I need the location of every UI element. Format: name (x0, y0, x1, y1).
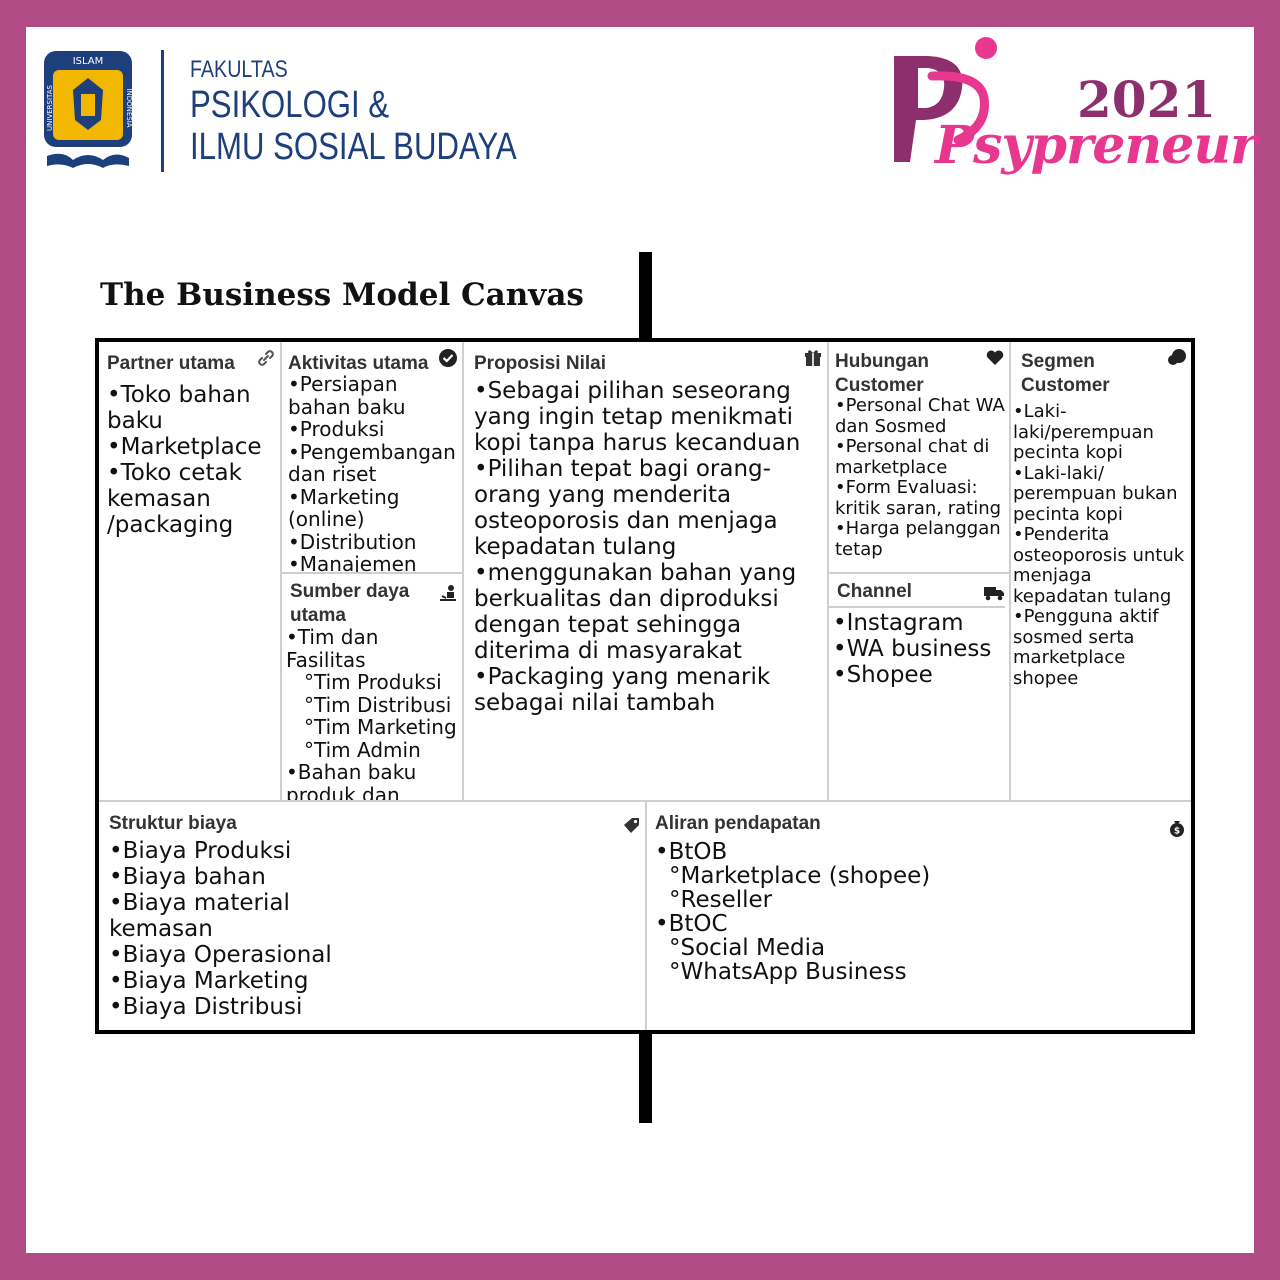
list-item: •Marketplace (107, 434, 262, 460)
list-item: °Social Media (669, 935, 826, 961)
list-item: •Packaging yang menarik sebagai nilai ta… (474, 664, 771, 716)
list-item: •Pengembangan dan riset (288, 439, 456, 486)
cost-structure-list: •Biaya Produksi •Biaya bahan •Biaya mate… (109, 838, 637, 1020)
canvas-title: The Business Model Canvas (100, 277, 584, 313)
list-item: •Pengguna aktif sosmed serta marketplace… (1013, 606, 1159, 689)
list-item: °Marketplace (shopee) (669, 863, 931, 889)
activities-list: •Persiapan bahan baku •Produksi •Pengemb… (288, 372, 458, 574)
list-item: •Produksi (288, 417, 385, 441)
resources-cell: Sumber daya utama •Tim dan Fasilitas °Ti… (282, 574, 464, 802)
list-item: °Tim Produksi (304, 670, 442, 694)
segments-cell: Segmen Customer •Laki-laki/perempuan pec… (1011, 342, 1191, 802)
relationships-title: Hubungan Customer (835, 351, 929, 396)
channels-title: Channel (829, 580, 1005, 608)
activities-title: Aktivitas utama (288, 353, 429, 374)
list-item: •Personal chat di marketplace (835, 436, 990, 478)
list-item: •Marketing (online) (288, 484, 400, 531)
relationships-list: •Personal Chat WA dan Sosmed •Personal c… (835, 395, 1005, 560)
list-item: •WA business (833, 636, 992, 662)
business-model-canvas: Partner utama •Toko bahan baku •Marketpl… (95, 338, 1195, 1034)
list-item: •BtOB (655, 839, 728, 865)
canvas-spine-top (639, 252, 652, 340)
cost-structure-title: Struktur biaya (109, 813, 237, 834)
link-icon (258, 350, 274, 366)
svg-text:UNIVERSITAS: UNIVERSITAS (46, 84, 54, 131)
revenue-streams-list: •BtOB °Marketplace (shopee) °Reseller •B… (655, 840, 1183, 984)
list-item: °WhatsApp Business (669, 959, 907, 985)
list-item: •Personal Chat WA dan Sosmed (835, 395, 1005, 437)
canvas-spine-bottom (639, 1033, 652, 1123)
gift-icon (805, 350, 821, 366)
svg-text:INDONESIA: INDONESIA (125, 88, 133, 127)
list-item: •Tim dan Fasilitas (286, 625, 379, 672)
list-item: °Tim Admin (304, 737, 421, 762)
activities-cell: Aktivitas utama •Persiapan bahan baku •P… (282, 342, 464, 574)
check-circle-icon (439, 349, 457, 367)
list-item: •Persiapan bahan baku (288, 372, 406, 419)
faculty-label: FAKULTAS (190, 56, 288, 83)
partner-cell: Partner utama •Toko bahan baku •Marketpl… (99, 342, 282, 802)
value-proposition-cell: Proposisi Nilai •Sebagai pilihan seseora… (464, 342, 829, 802)
list-item: •Biaya Marketing (109, 968, 309, 994)
relationships-cell: Hubungan Customer •Personal Chat WA dan … (829, 342, 1011, 574)
list-item: •Bahan baku produk dan kemasan (286, 760, 417, 802)
psypreneur-logo-icon (894, 37, 997, 162)
people-icon (1168, 349, 1186, 365)
resources-title: Sumber daya utama (290, 581, 410, 626)
partner-list: •Toko bahan baku •Marketplace •Toko ceta… (107, 382, 274, 538)
list-item: •Biaya Produksi (109, 838, 292, 864)
heart-icon (986, 350, 1004, 365)
list-item: •Toko cetak kemasan /packaging (107, 460, 242, 538)
list-item: •Pilihan tepat bagi orang-orang yang men… (474, 456, 778, 560)
uii-emblem-icon: ISLAM UNIVERSITAS INDONESIA (44, 51, 133, 168)
list-item: •Laki-laki/perempuan pecinta kopi (1013, 401, 1154, 463)
header-divider (161, 50, 164, 172)
list-item: •Penderita osteoporosis untuk menjaga ke… (1013, 524, 1185, 607)
list-item: °Reseller (669, 887, 773, 913)
value-proposition-title: Proposisi Nilai (474, 353, 606, 374)
svg-text:ISLAM: ISLAM (73, 56, 104, 67)
faculty-line-2: ILMU SOSIAL BUDAYA (190, 126, 517, 168)
list-item: °Tim Distribusi (304, 692, 452, 717)
resources-list: •Tim dan Fasilitas °Tim Produksi °Tim Di… (286, 625, 458, 802)
brand-wordmark: Psypreneur (935, 115, 1258, 176)
list-item: •menggunakan bahan yang berkualitas dan … (474, 560, 797, 664)
list-item: •Biaya Operasional (109, 942, 332, 968)
brand-year: 2021 (1077, 70, 1217, 129)
list-item: •Biaya material kemasan (109, 890, 290, 942)
list-item: •Shopee (833, 662, 933, 688)
list-item: •Biaya bahan (109, 864, 266, 890)
list-item: °Tim Marketing (304, 715, 457, 739)
list-item: •Harga pelanggan tetap (835, 518, 1001, 560)
channels-list: •Instagram •WA business •Shopee (829, 610, 1005, 688)
channels-cell: Channel •Instagram •WA business •Shopee (829, 574, 1011, 802)
list-item: •Form Evaluasi: kritik saran, rating (835, 477, 1002, 519)
svg-text:$: $ (1174, 827, 1180, 837)
truck-icon (984, 587, 1004, 601)
list-item: •Distribution (288, 529, 417, 554)
list-item: •Instagram (833, 610, 964, 636)
cost-structure-cell: Struktur biaya •Biaya Produksi •Biaya ba… (99, 802, 647, 1030)
list-item: •Sebagai pilihan seseorang yang ingin te… (474, 378, 801, 456)
list-item: •Manajemen (288, 552, 417, 574)
partner-title: Partner utama (107, 353, 235, 374)
revenue-streams-cell: Aliran pendapatan $ •BtOB °Marketplace (… (647, 802, 1191, 1030)
faculty-name: FAKULTAS PSIKOLOGI & ILMU SOSIAL BUDAYA (190, 56, 588, 168)
revenue-streams-title: Aliran pendapatan (655, 813, 821, 834)
segments-title: Segmen Customer (1021, 351, 1110, 396)
worker-icon (440, 585, 456, 601)
tag-icon (624, 818, 639, 833)
list-item: •Laki-laki/ perempuan bukan pecinta kopi (1013, 462, 1178, 525)
list-item: •BtOC (655, 911, 728, 937)
value-proposition-list: •Sebagai pilihan seseorang yang ingin te… (474, 378, 819, 716)
faculty-line-1: PSIKOLOGI & (190, 84, 390, 126)
segments-list: •Laki-laki/perempuan pecinta kopi •Laki-… (1013, 401, 1191, 689)
list-item: •Toko bahan baku (107, 382, 251, 434)
list-item: •Biaya Distribusi (109, 994, 303, 1020)
money-bag-icon: $ (1170, 821, 1184, 837)
